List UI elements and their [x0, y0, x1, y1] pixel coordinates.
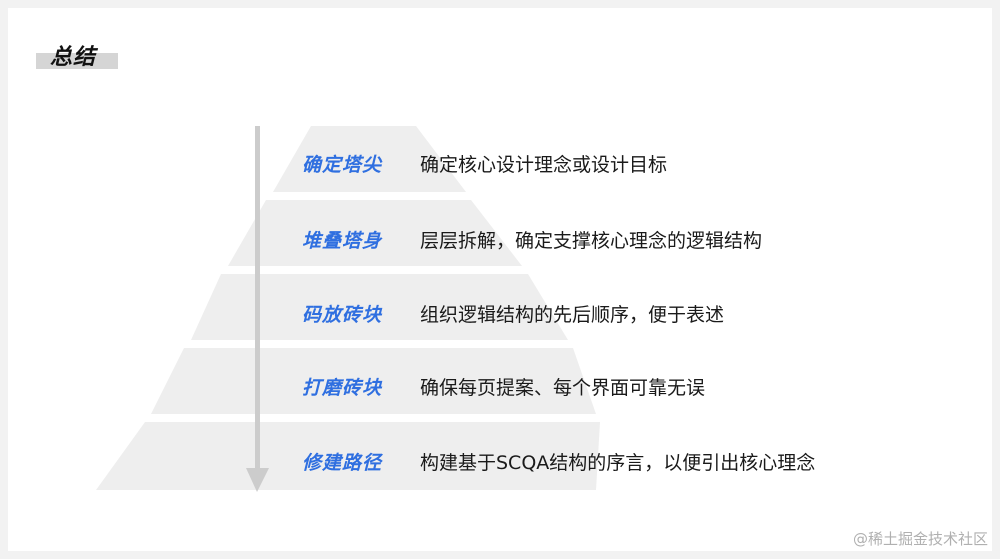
- level-4-label: 打磨砖块: [302, 377, 383, 399]
- level-3-desc: 组织逻辑结构的先后顺序，便于表述: [420, 304, 725, 326]
- title-block: 总结: [36, 42, 118, 70]
- pyramid-tier-2: [228, 200, 522, 266]
- level-1-label: 确定塔尖: [302, 154, 383, 176]
- level-1-desc: 确定核心设计理念或设计目标: [420, 154, 668, 176]
- flow-arrow-shaft: [255, 126, 260, 471]
- flow-arrow-head: [246, 468, 269, 492]
- level-5-label: 修建路径: [302, 452, 383, 474]
- level-2-desc: 层层拆解，确定支撑核心理念的逻辑结构: [420, 230, 763, 252]
- title-highlight-bar: [36, 53, 118, 69]
- pyramid-tier-4: [151, 348, 596, 414]
- page-title: 总结: [50, 45, 97, 70]
- pyramid-tier-5: [96, 422, 600, 490]
- pyramid-tier-1: [273, 126, 466, 192]
- level-2-label: 堆叠塔身: [302, 230, 383, 252]
- watermark: @稀土掘金技术社区: [852, 530, 988, 548]
- level-5-desc: 构建基于SCQA结构的序言，以便引出核心理念: [420, 452, 816, 474]
- pyramid-tier-3: [191, 274, 568, 340]
- level-3-label: 码放砖块: [302, 304, 383, 326]
- level-4-desc: 确保每页提案、每个界面可靠无误: [420, 377, 706, 399]
